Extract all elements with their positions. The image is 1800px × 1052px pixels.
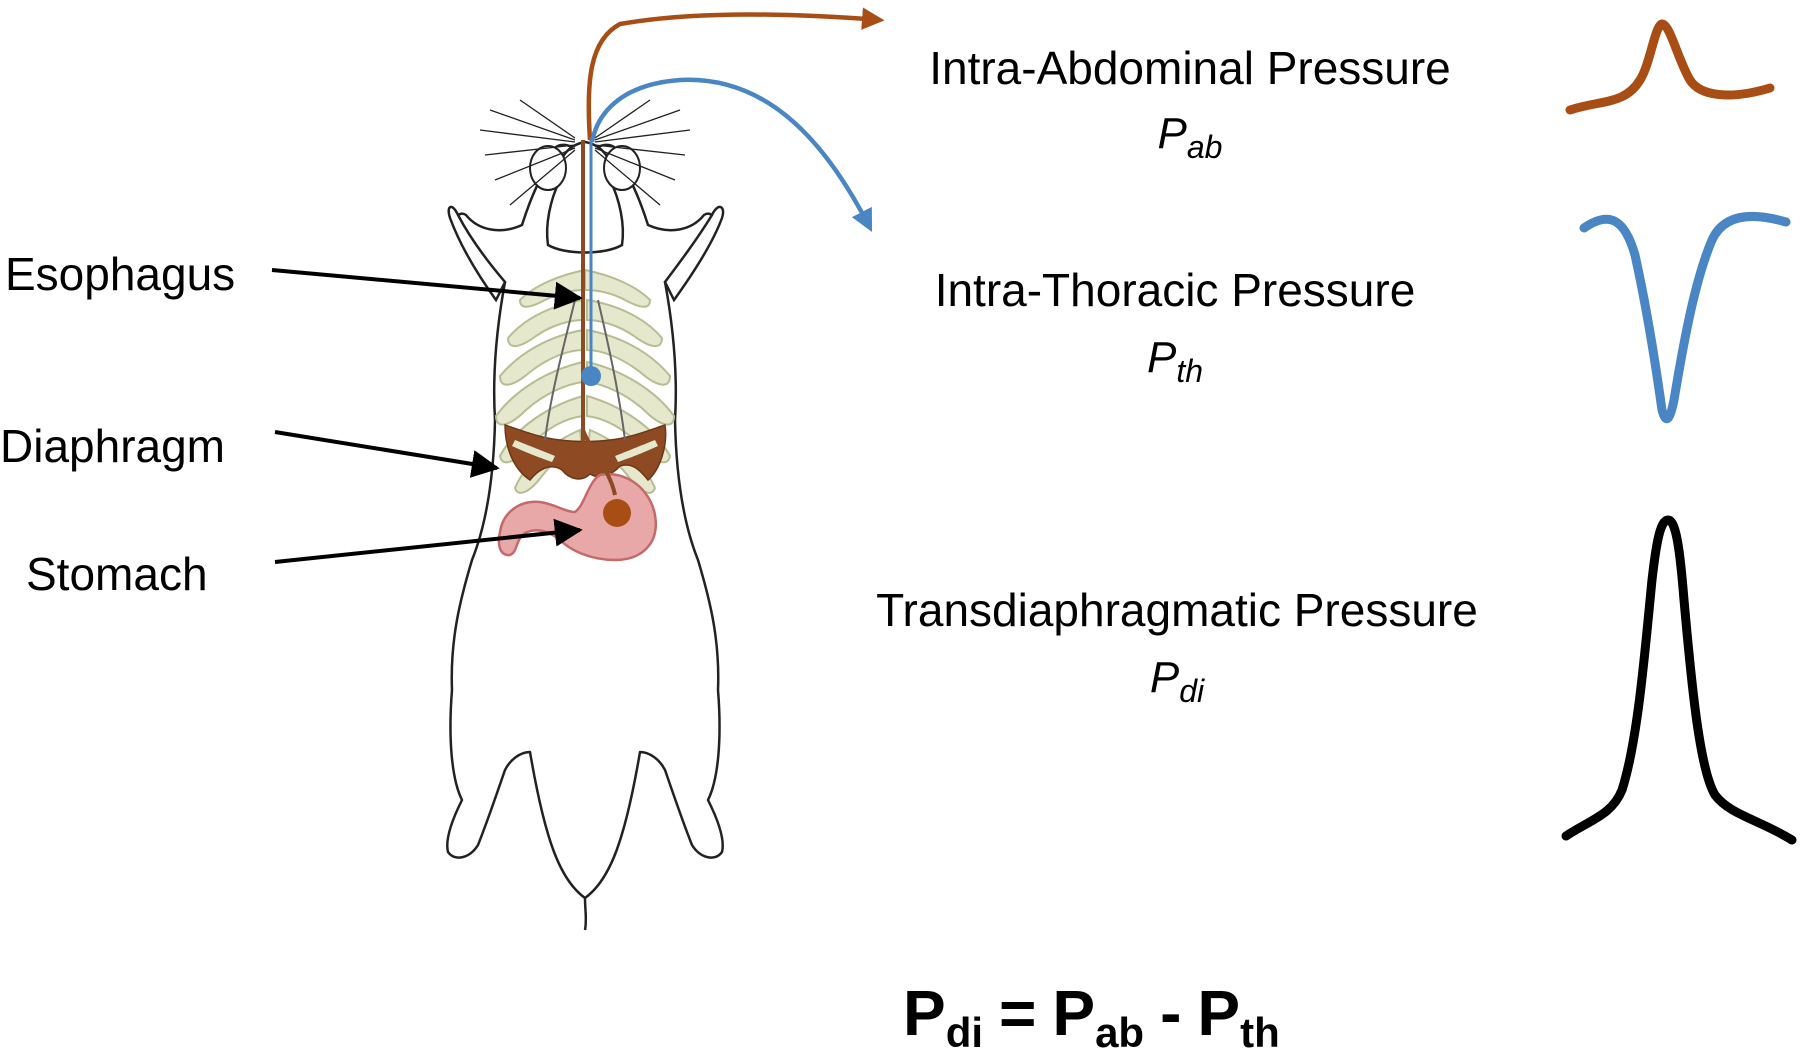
left-arm bbox=[447, 205, 507, 303]
label-intra-abdominal-pressure: Intra-Abdominal Pressure bbox=[929, 42, 1451, 94]
thoracic-catheter-lead bbox=[589, 77, 873, 233]
symbol-p-ab: Pab bbox=[1158, 109, 1223, 165]
right-arm bbox=[663, 205, 725, 303]
label-transdiaphragmatic-pressure: Transdiaphragmatic Pressure bbox=[876, 584, 1478, 636]
lung-outline-left bbox=[544, 299, 576, 441]
diaphragm-arrow bbox=[274, 430, 500, 478]
thoracic-pressure-waveform bbox=[1579, 211, 1791, 424]
gastric-catheter bbox=[581, 429, 617, 496]
mouse-illustration bbox=[446, 99, 725, 931]
esophagus-arrow bbox=[271, 268, 583, 310]
pdi-equation: Pdi=Pab-Pth bbox=[903, 977, 1280, 1052]
abdominal-pressure-waveform bbox=[1565, 19, 1775, 115]
stomach-arrow bbox=[274, 518, 583, 564]
diaphragm-stripes bbox=[512, 440, 658, 462]
abdominal-balloon bbox=[603, 499, 631, 527]
lung-outline-right bbox=[597, 299, 626, 441]
thoracic-balloon bbox=[581, 366, 601, 386]
label-stomach: Stomach bbox=[26, 548, 208, 600]
symbol-p-di: Pdi bbox=[1150, 653, 1205, 709]
stomach-organ bbox=[497, 472, 658, 562]
whiskers bbox=[479, 99, 691, 206]
left-ear bbox=[529, 145, 567, 191]
label-diaphragm: Diaphragm bbox=[0, 420, 225, 472]
symbol-p-th: Pth bbox=[1147, 333, 1203, 389]
transdiaphragmatic-pressure-waveform bbox=[1561, 515, 1797, 845]
label-intra-thoracic-pressure: Intra-Thoracic Pressure bbox=[935, 264, 1416, 316]
abdominal-catheter-lead bbox=[586, 7, 885, 141]
label-esophagus: Esophagus bbox=[5, 248, 235, 300]
mouse-tail bbox=[583, 897, 588, 931]
right-ear bbox=[603, 145, 641, 191]
